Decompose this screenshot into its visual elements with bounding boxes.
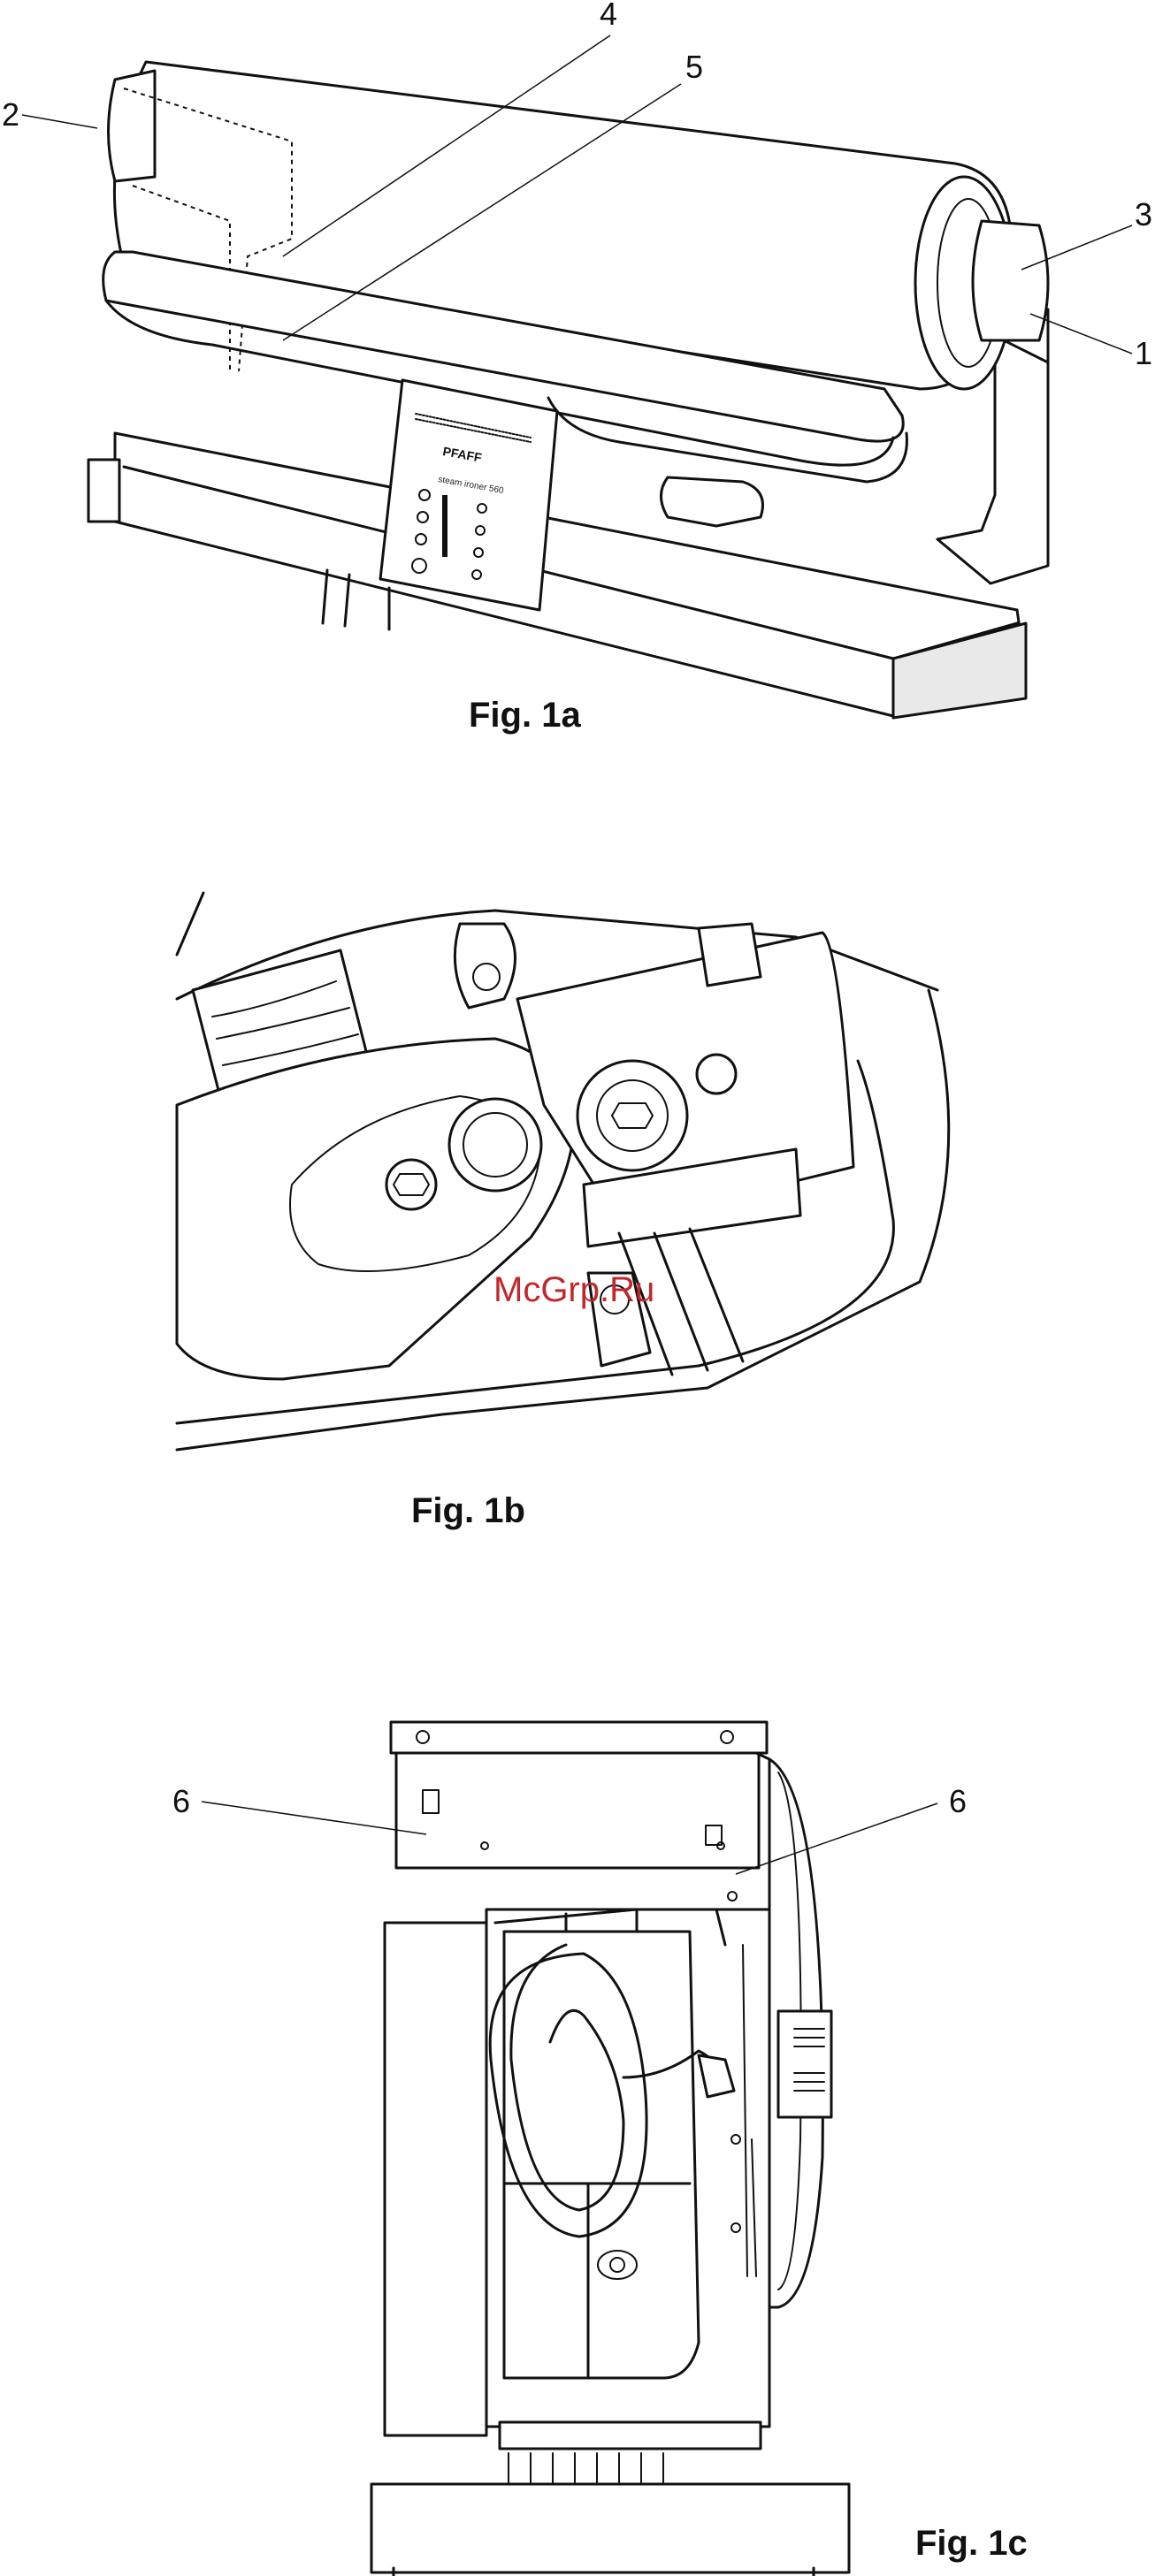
figure-1c: 6 6 Fig. 1c: [172, 1722, 1028, 2576]
callout-6-left: 6: [172, 1783, 190, 1819]
panel-indicator-strip: [442, 495, 447, 557]
control-panel[interactable]: PFAFF steam ironer 560: [380, 380, 557, 610]
callout-5: 5: [685, 49, 703, 85]
callout-4: 4: [600, 0, 617, 32]
foot-lever[interactable]: [662, 477, 763, 526]
figure-1b: McGrp.Ru Fig. 1b: [177, 893, 949, 1530]
callout-3: 3: [1135, 196, 1152, 232]
fig1a-caption: Fig. 1a: [469, 696, 581, 735]
callout-6-right: 6: [949, 1783, 967, 1819]
machine-side-view: [371, 1722, 849, 2576]
fig1c-caption: Fig. 1c: [915, 2524, 1028, 2563]
mechanism-detail: [177, 893, 949, 1450]
fig1b-caption: Fig. 1b: [411, 1491, 525, 1530]
cam-lever: [177, 1039, 575, 1379]
figure-1a: PFAFF steam ironer 560 2 4 5 3 1 Fig. 1a: [2, 0, 1152, 735]
callout-1: 1: [1135, 335, 1152, 371]
watermark-text: McGrp.Ru: [493, 1270, 654, 1309]
callout-2: 2: [2, 96, 19, 133]
